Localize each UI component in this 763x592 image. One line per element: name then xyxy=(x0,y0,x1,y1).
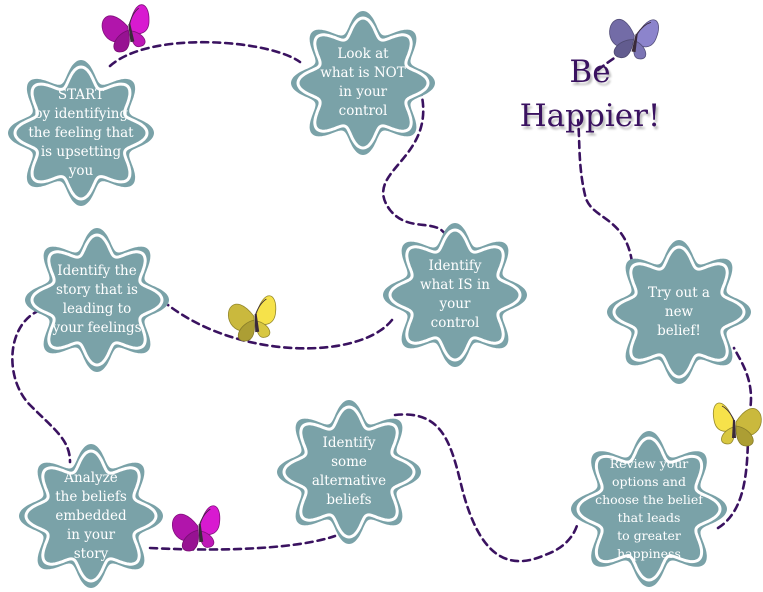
flower-border-review xyxy=(576,436,722,582)
step-not-in-control-text: Look at what is NOT in your control xyxy=(320,46,406,119)
flower-border-not-in-control xyxy=(296,16,430,150)
flower-border-alternatives xyxy=(282,405,416,539)
flower-alternatives xyxy=(277,400,421,544)
step-analyze-text: Analyze the beliefs embedded in your sto… xyxy=(55,469,127,562)
flower-border-try xyxy=(612,245,746,379)
step-start-text: START by identifying the feeling that is… xyxy=(28,86,134,179)
step-review-text: Review your options and choose the belie… xyxy=(595,456,703,561)
path-is-in-control-to-story xyxy=(166,303,394,350)
flower-start xyxy=(8,60,154,206)
butterfly-layer xyxy=(101,4,762,552)
butterfly-icon xyxy=(101,4,150,53)
butterfly-icon xyxy=(172,505,221,552)
flower-border-is-in-control xyxy=(388,228,522,362)
step-alternatives-text: Identify some alternative beliefs xyxy=(311,435,387,508)
butterfly-icon xyxy=(228,295,277,342)
flower-try xyxy=(607,240,751,384)
path-start-to-not-in-control xyxy=(108,40,302,68)
step-try-text: Try out a new belief! xyxy=(648,284,710,339)
step-story-text: Identify the story that is leading to yo… xyxy=(52,263,142,336)
path-analyze-to-alternatives xyxy=(148,534,337,551)
flower-border-story xyxy=(30,233,164,367)
flower-layer xyxy=(8,11,751,588)
flower-story xyxy=(25,228,169,372)
path-story-to-analyze xyxy=(11,308,72,464)
flower-is-in-control xyxy=(383,223,527,367)
be-happier-title: Be Happier! xyxy=(519,54,661,134)
flower-not-in-control xyxy=(291,11,435,155)
path-alternatives-to-review xyxy=(393,413,580,563)
butterfly-icon xyxy=(712,402,762,447)
butterfly-icon xyxy=(609,19,659,60)
path-try-to-title xyxy=(576,118,634,264)
step-is-in-control-text: Identify what IS in your control xyxy=(420,258,490,331)
flower-border-start xyxy=(13,65,149,201)
flower-border-analyze xyxy=(24,449,158,583)
path-not-in-control-to-is-in-control xyxy=(382,86,450,242)
dashed-path-layer xyxy=(11,40,753,563)
flower-review xyxy=(571,431,727,587)
flower-analyze xyxy=(19,444,163,588)
